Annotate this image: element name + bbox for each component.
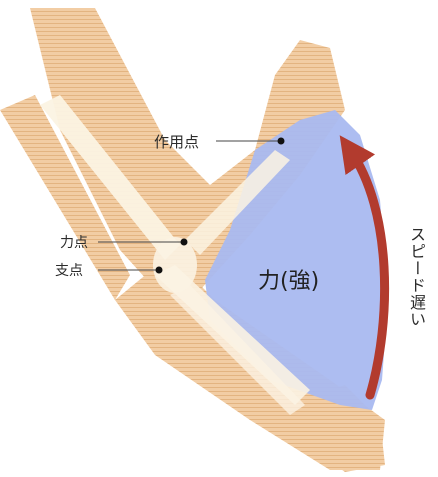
action-point-dot	[278, 138, 285, 145]
force-label: 力(強)	[258, 263, 319, 295]
action-point-label: 作用点	[154, 131, 199, 152]
speed-label: スピード遅い	[404, 226, 428, 328]
force-point-dot	[181, 239, 188, 246]
elbow-joint	[153, 237, 197, 293]
fulcrum-label: 支点	[55, 260, 83, 280]
fulcrum-dot	[156, 267, 163, 274]
force-point-label: 力点	[60, 232, 88, 252]
